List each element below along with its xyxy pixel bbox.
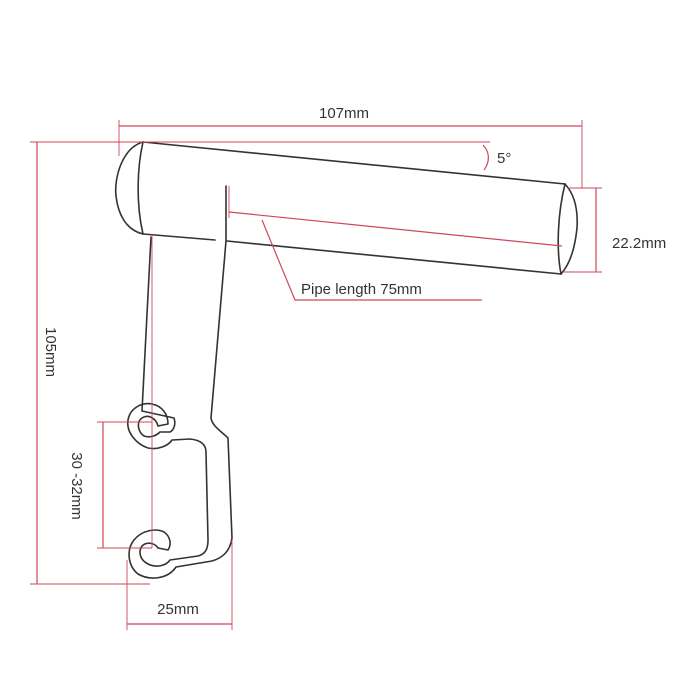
tube-left-cap-line [137, 141, 144, 235]
overall-width-label: 107mm [319, 105, 369, 122]
tube-left-cap [114, 141, 144, 235]
pipe-length-line [228, 211, 563, 247]
dimension-labels: 107mm 5° 22.2mm Pipe length 75mm 105mm 3… [42, 105, 666, 618]
tube-right-cap [560, 183, 579, 275]
clamp-width-label: 25mm [157, 601, 199, 618]
tube-right-cap-line [557, 183, 566, 275]
pipe-length-leader [261, 219, 482, 301]
tube-bottom-edge-left [142, 233, 216, 241]
tube-diameter-label: 22.2mm [612, 235, 666, 252]
angle-label: 5° [497, 150, 511, 167]
clamp-range-label: 30 -32mm [68, 452, 85, 520]
pipe-length-label: Pipe length 75mm [301, 281, 422, 298]
tube-top-edge [142, 141, 566, 185]
overall-height-label: 105mm [42, 327, 59, 377]
tube-bottom-edge-right [226, 240, 562, 275]
arm-and-clamp [126, 185, 233, 579]
angle-arc [482, 144, 489, 171]
dimension-lines [30, 120, 602, 630]
bracket-outline [114, 141, 579, 579]
